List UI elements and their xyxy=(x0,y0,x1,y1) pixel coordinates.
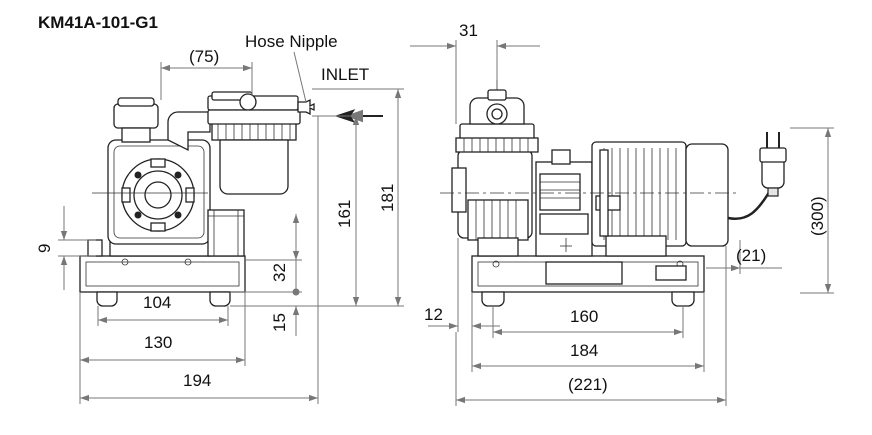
motor-end-cover xyxy=(685,143,729,247)
strainer-ring xyxy=(211,121,297,141)
power-plug xyxy=(759,147,787,163)
side-dimensions: 31 12 160 184 (221) (21) (300) xyxy=(410,21,834,406)
dim-161: 161 xyxy=(335,200,354,228)
hose-nipple-label: Hose Nipple xyxy=(245,32,338,51)
dim-12: 12 xyxy=(424,305,443,324)
dim-184: 184 xyxy=(570,341,598,360)
dim-181: 181 xyxy=(378,184,397,212)
side-nameplate xyxy=(545,261,623,285)
front-view xyxy=(79,91,315,307)
strainer-bowl xyxy=(219,139,289,195)
dim-300: (300) xyxy=(808,196,827,236)
dim-194: 194 xyxy=(183,371,211,390)
dim-21: (21) xyxy=(736,246,766,265)
dim-9: 9 xyxy=(35,244,54,253)
front-dimensions: (75) Hose Nipple INLET 9 32 15 161 181 xyxy=(35,32,404,404)
elbow-pipe xyxy=(167,111,211,152)
front-left-foot xyxy=(96,291,118,307)
dim-221: (221) xyxy=(568,375,608,394)
valve-cap-left xyxy=(113,103,159,129)
side-view xyxy=(440,80,787,307)
side-right-foot xyxy=(671,291,695,307)
inlet-label: INLET xyxy=(321,65,369,84)
dim-75: (75) xyxy=(189,47,219,66)
dim-31: 31 xyxy=(459,21,478,40)
dim-15: 15 xyxy=(270,313,289,332)
dim-160: 160 xyxy=(570,307,598,326)
dim-130: 130 xyxy=(144,333,172,352)
side-left-foot xyxy=(481,291,505,307)
hose-nipple xyxy=(297,98,315,116)
side-strainer-ring xyxy=(455,137,539,153)
dim-104: 104 xyxy=(143,293,171,312)
front-base-frame xyxy=(79,255,246,293)
model-title: KM41A-101-G1 xyxy=(38,13,158,32)
dim-32: 32 xyxy=(270,263,289,282)
front-right-foot xyxy=(209,291,231,307)
